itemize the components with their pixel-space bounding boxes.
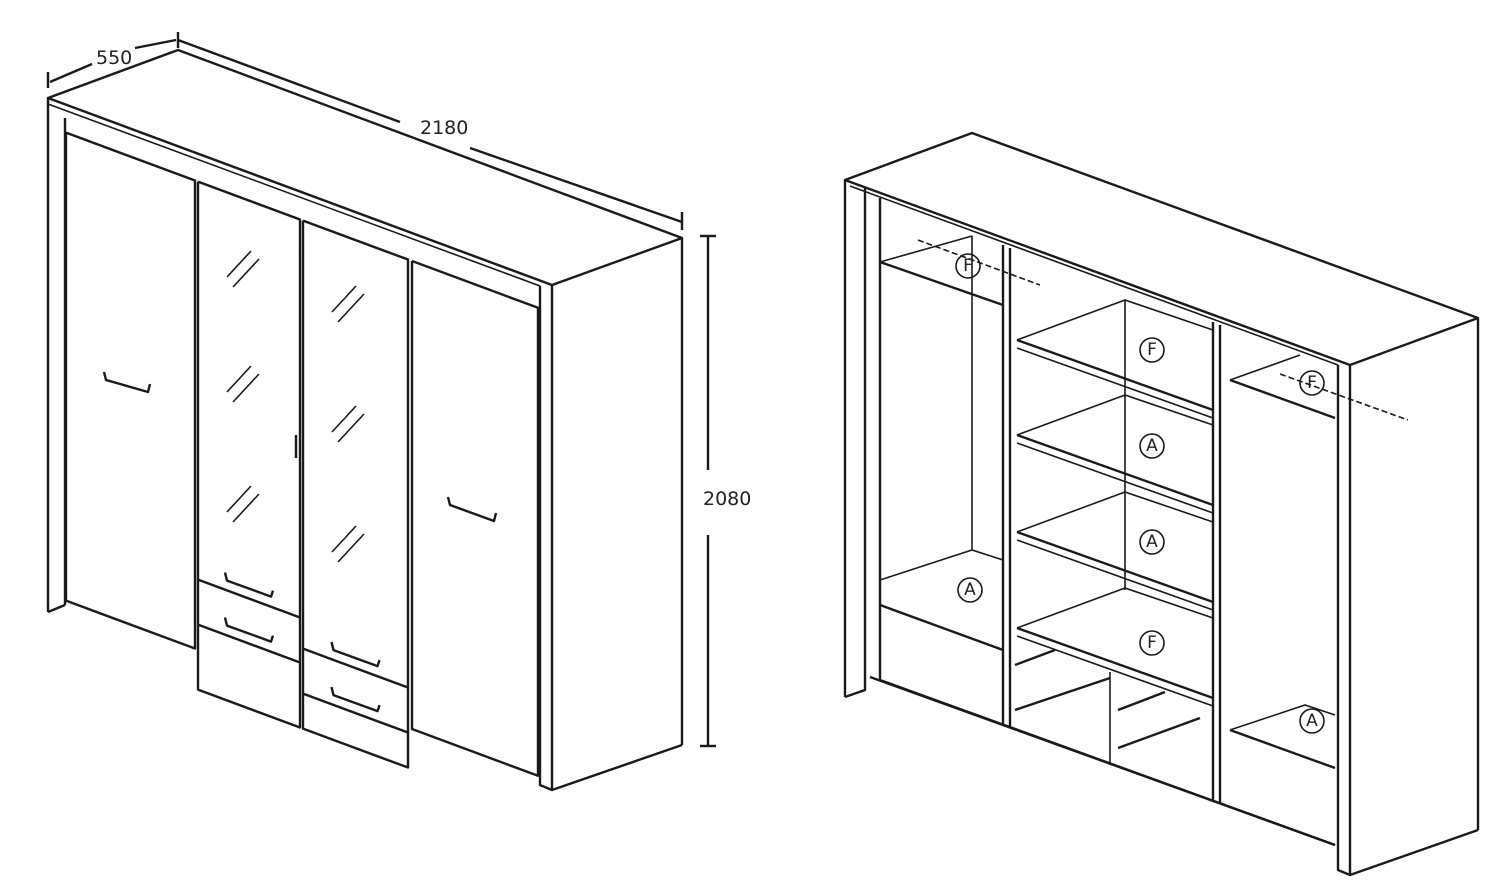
shelf — [1229, 354, 1301, 381]
glass-reflection-icon — [331, 285, 357, 313]
glass-reflection-icon — [331, 525, 357, 553]
interior-outline — [878, 198, 1336, 847]
door-handle — [446, 496, 498, 523]
top-front-edge — [844, 178, 1479, 367]
glass-reflection-icon — [232, 373, 260, 403]
part-labels: F F A A A F F A — [955, 253, 1325, 734]
side-panel — [550, 285, 683, 792]
part-label-circle — [1139, 630, 1165, 656]
shelf — [1016, 491, 1214, 533]
drawer-divider — [302, 692, 409, 734]
part-label-circle — [957, 577, 983, 603]
shelf — [1229, 704, 1336, 731]
door — [410, 259, 540, 777]
width-dimension-label: 2180 — [420, 117, 468, 139]
shelf — [1016, 394, 1214, 436]
part-label-circle — [1299, 370, 1325, 396]
dim-line — [49, 62, 93, 84]
depth-dimension-label: 550 — [96, 47, 132, 69]
glass-reflection-icon — [232, 258, 260, 288]
dim-line — [469, 146, 683, 224]
part-label-circle — [1139, 529, 1165, 555]
door — [196, 180, 302, 729]
shelf — [1016, 626, 1214, 700]
drawer-handle — [330, 641, 381, 668]
glass-reflection-icon — [232, 493, 260, 523]
shelf — [879, 603, 1004, 652]
front-right-edge — [538, 286, 553, 792]
shelf — [879, 235, 973, 263]
shelf — [1016, 530, 1214, 604]
shelf — [1016, 338, 1214, 412]
plinth — [47, 603, 66, 614]
part-label: A — [1306, 711, 1318, 731]
shelf — [1229, 728, 1336, 770]
height-dimension-label: 2080 — [703, 488, 751, 510]
shelf — [879, 549, 1004, 581]
part-label: F — [963, 256, 973, 276]
top-lip — [849, 185, 1339, 366]
shelf — [1016, 539, 1214, 611]
part-label-circle — [1139, 433, 1165, 459]
door — [301, 219, 410, 769]
front-left-edge — [844, 188, 867, 699]
part-label: F — [1147, 340, 1157, 360]
drawer-divider — [197, 623, 301, 664]
shelf — [1229, 378, 1336, 420]
part-label: F — [1147, 633, 1157, 653]
part-label: A — [1146, 532, 1158, 552]
part-label: F — [1307, 373, 1317, 393]
carcass-outline — [843, 131, 1480, 830]
shelf — [879, 260, 1004, 307]
base-line — [869, 675, 1336, 847]
drawer-handle — [330, 686, 381, 713]
side-panel — [1348, 365, 1479, 877]
glass-reflection-icon — [226, 250, 252, 278]
hanging-rail — [1279, 373, 1409, 421]
open-wardrobe-view — [843, 131, 1480, 877]
top-front-edge — [47, 96, 683, 287]
drawer-runner — [1014, 676, 1111, 712]
carcass-outline — [46, 48, 684, 745]
glass-reflection-icon — [331, 405, 357, 433]
shelf — [1016, 433, 1214, 507]
door — [64, 131, 197, 650]
part-label-circle — [1139, 337, 1165, 363]
shelf — [1016, 299, 1214, 341]
drawer-runner — [1117, 716, 1201, 750]
closed-wardrobe-view — [46, 32, 716, 792]
dim-line — [177, 38, 401, 124]
shelf — [1016, 442, 1214, 514]
shelf — [1016, 347, 1214, 419]
glass-reflection-icon — [337, 413, 365, 443]
drawer-divider — [302, 647, 409, 689]
drawer-handle — [223, 572, 275, 598]
drawer-runner — [1014, 648, 1056, 667]
drawer-divider — [197, 578, 301, 619]
shelf — [1016, 587, 1214, 629]
glass-reflection-icon — [337, 293, 365, 323]
shelf — [1016, 635, 1214, 707]
drawer-handle — [223, 617, 275, 643]
part-label: A — [964, 580, 976, 600]
part-label: A — [1146, 436, 1158, 456]
part-label-circle — [1299, 708, 1325, 734]
dim-line — [134, 38, 177, 50]
glass-reflection-icon — [337, 533, 365, 563]
glass-reflection-icon — [226, 365, 252, 393]
glass-reflection-icon — [226, 485, 252, 513]
part-label-circle — [955, 253, 981, 279]
door-handle — [102, 371, 152, 394]
drawer-runner — [1117, 690, 1166, 712]
front-right-edge — [1336, 365, 1351, 877]
top-lip — [47, 103, 541, 287]
